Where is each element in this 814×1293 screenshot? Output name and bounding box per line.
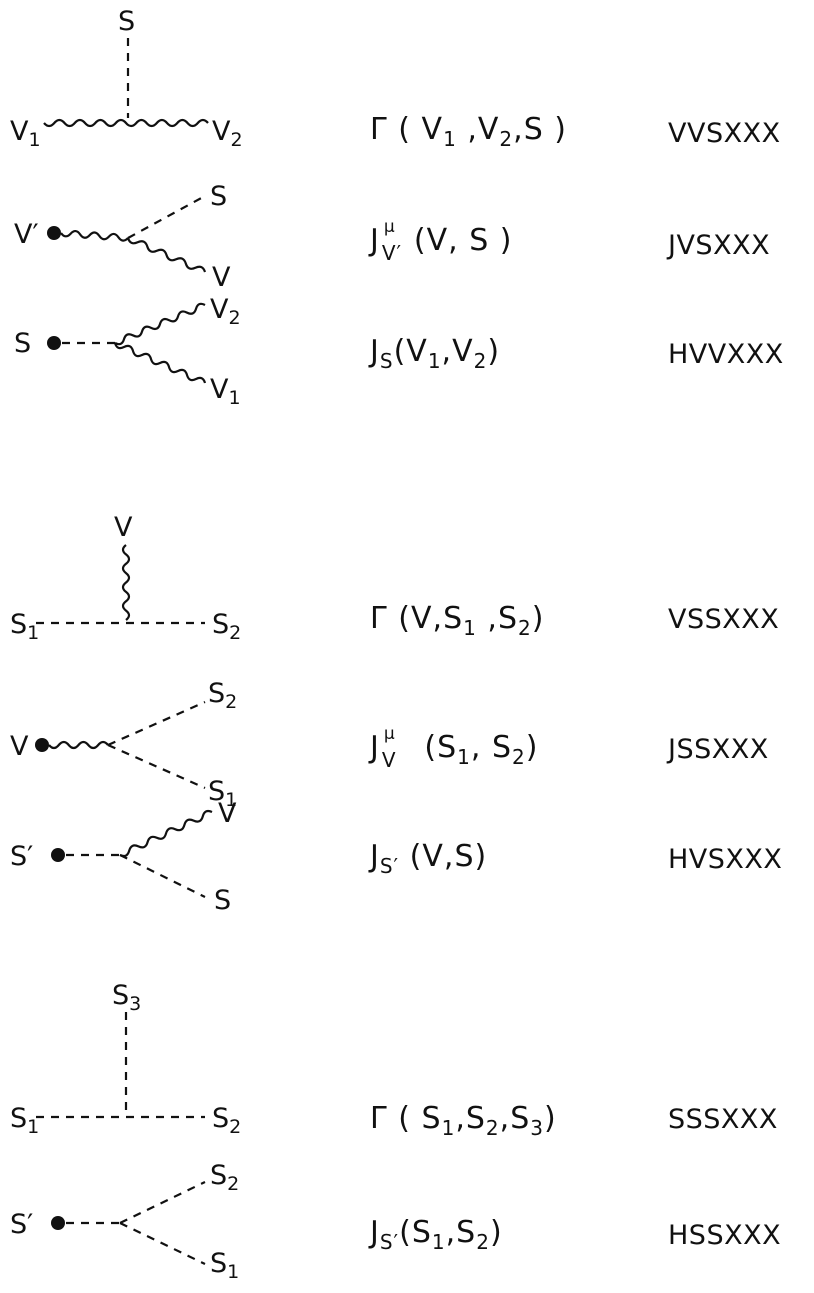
code-jvsxxx: JVSXXX bbox=[668, 230, 771, 261]
label-hvv-lower: V1 bbox=[210, 374, 241, 409]
diagram-hvs bbox=[51, 809, 213, 898]
label-hvs-upper: V bbox=[218, 798, 237, 829]
code-jssxxx: JSSXXX bbox=[668, 734, 769, 765]
label-vvs-top: S bbox=[118, 6, 136, 37]
label-hvs-src: S′ bbox=[10, 841, 34, 872]
code-sssxxx: SSSXXX bbox=[668, 1104, 778, 1135]
diagram-vvs bbox=[43, 38, 209, 128]
diagram-jss bbox=[35, 700, 206, 790]
label-jvs-lower: V bbox=[212, 262, 231, 293]
label-vvs-left: V1 bbox=[10, 116, 41, 151]
expr-sss: Γ ( S1,S2,S3) bbox=[370, 1101, 557, 1140]
label-vss-top: V bbox=[114, 512, 133, 543]
code-hssxxx: HSSXXX bbox=[668, 1220, 782, 1251]
expr-hvs: JS′ (V,S) bbox=[370, 839, 488, 878]
label-hss-upper: S2 bbox=[210, 1160, 240, 1195]
diagram-vss bbox=[36, 544, 205, 625]
diagram-jvs bbox=[47, 195, 207, 273]
expr-vss: Γ (V,S1 ,S2) bbox=[370, 601, 545, 640]
code-hvvxxx: HVVXXX bbox=[668, 339, 784, 370]
label-vss-right: S2 bbox=[212, 609, 242, 644]
diagram-hvv bbox=[47, 302, 207, 384]
label-jss-src: V bbox=[10, 731, 29, 762]
label-jvs-src: V′ bbox=[14, 219, 39, 250]
label-jss-lower: S1 bbox=[208, 776, 238, 811]
label-hvv-upper: V2 bbox=[210, 294, 241, 329]
diagram-sss bbox=[36, 1012, 205, 1119]
label-vss-left: S1 bbox=[10, 609, 40, 644]
label-sss-left: S1 bbox=[10, 1103, 40, 1138]
code-vssxxx: VSSXXX bbox=[668, 604, 780, 635]
diagram-hss bbox=[51, 1181, 206, 1265]
expr-vvs: Γ ( V1 ,V2,S ) bbox=[370, 112, 568, 151]
code-hvsxxx: HVSXXX bbox=[668, 844, 783, 875]
label-hvs-lower: S bbox=[214, 885, 232, 916]
label-vvs-right: V2 bbox=[212, 116, 243, 151]
label-hvv-src: S bbox=[14, 328, 32, 359]
label-sss-right: S2 bbox=[212, 1103, 242, 1138]
expr-hvv: JS(V1,V2) bbox=[370, 334, 501, 373]
label-jvs-upper: S bbox=[210, 181, 228, 212]
code-vvsxxx: VVSXXX bbox=[668, 118, 781, 149]
label-hss-lower: S1 bbox=[210, 1248, 240, 1283]
expr-hss: JS′(S1,S2) bbox=[370, 1215, 503, 1254]
wavy-line bbox=[43, 118, 209, 128]
label-hss-src: S′ bbox=[10, 1209, 34, 1240]
label-sss-top: S3 bbox=[112, 980, 142, 1015]
label-jss-upper: S2 bbox=[208, 678, 238, 713]
